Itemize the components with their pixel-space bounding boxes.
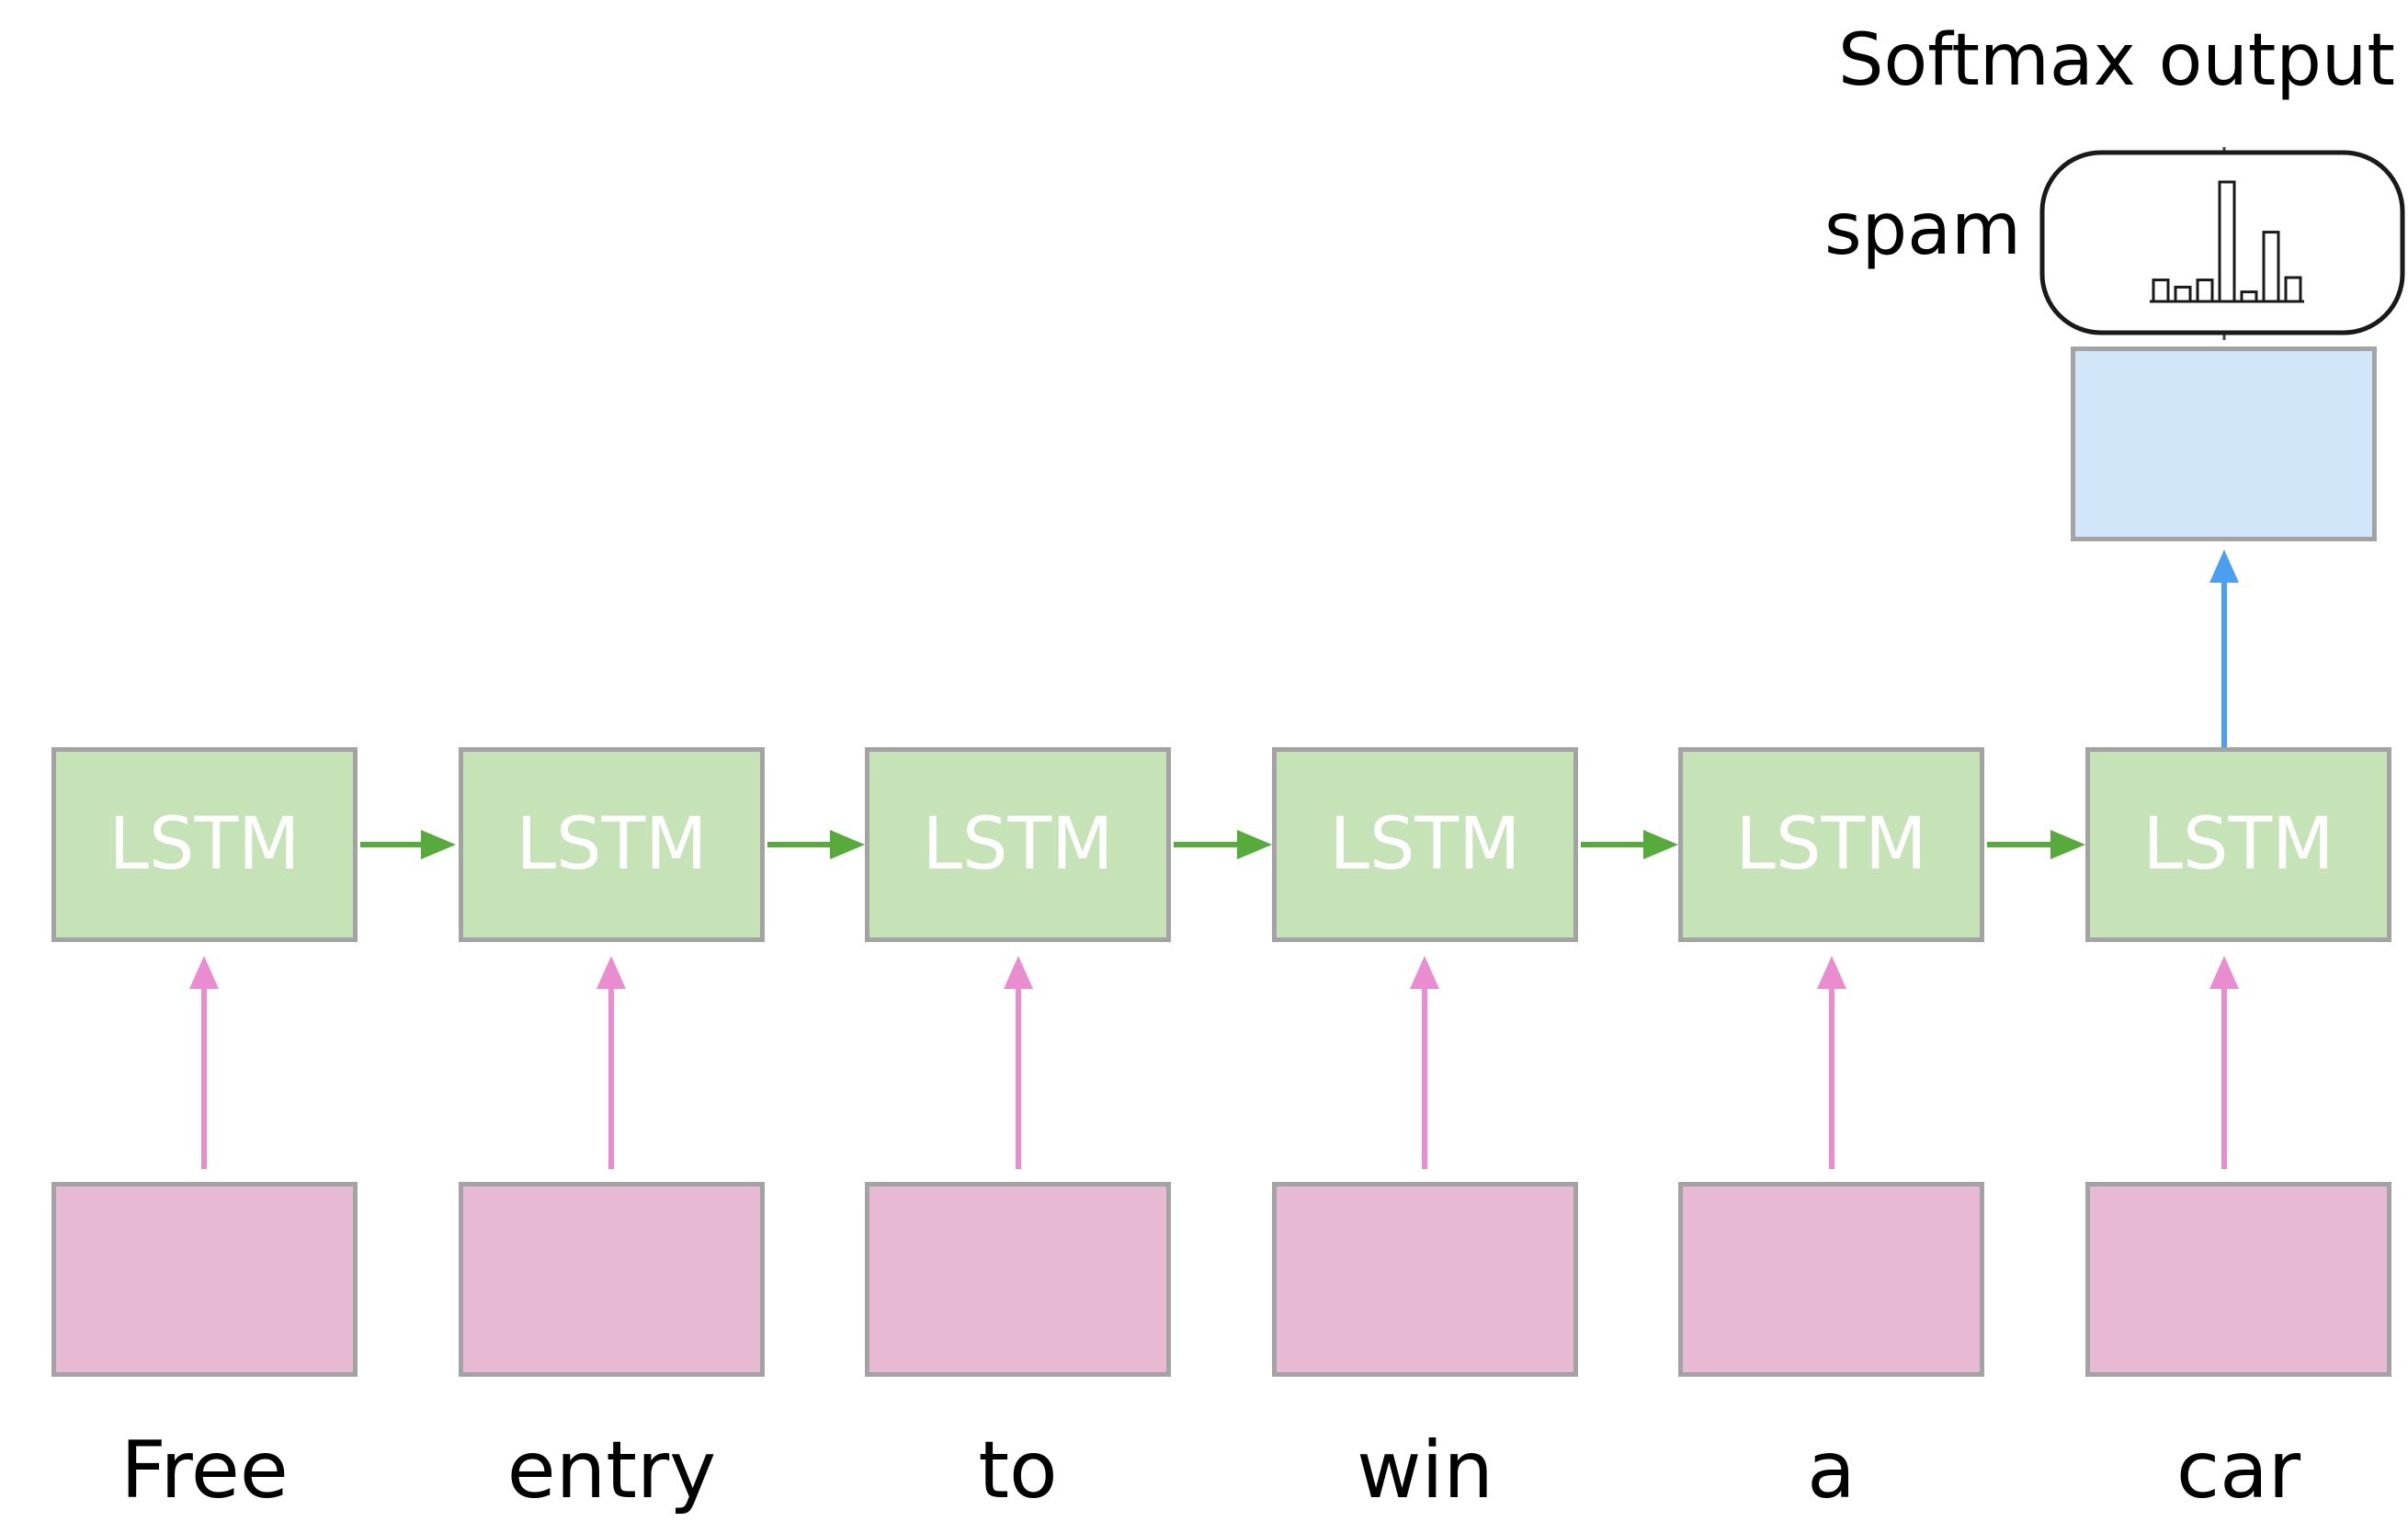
lstm-cell: LSTM [1678, 747, 1984, 942]
input-arrows [189, 956, 2239, 1169]
lstm-cell-label: LSTM [516, 803, 708, 886]
recurrent-arrowhead [421, 830, 456, 859]
input-word: Free [120, 1425, 289, 1516]
input-word: to [978, 1425, 1058, 1516]
softmax-bar [2196, 278, 2214, 303]
embedding-box [865, 1182, 1171, 1377]
lstm-cell: LSTM [51, 747, 358, 942]
embedding-box [459, 1182, 765, 1377]
recurrent-arrowhead [1643, 830, 1678, 859]
input-arrowhead [1004, 956, 1033, 989]
softmax-bar [2240, 290, 2258, 303]
lstm-cell-label: LSTM [2142, 803, 2334, 886]
output-class-label: spam [1824, 188, 2021, 271]
input-arrowhead [596, 956, 626, 989]
input-word: car [2175, 1425, 2301, 1516]
lstm-cell-label: LSTM [1735, 803, 1927, 886]
dense-layer [2071, 346, 2377, 541]
softmax-bar [2218, 180, 2236, 303]
output-arrow-group [2209, 550, 2239, 747]
diagram-title: Softmax output [1838, 19, 2395, 102]
input-word: a [1807, 1425, 1856, 1516]
lstm-cell: LSTM [865, 747, 1171, 942]
lstm-cell: LSTM [2085, 747, 2391, 942]
recurrent-arrowhead [830, 830, 865, 859]
recurrent-arrowhead [1237, 830, 1272, 859]
softmax-bar [2284, 276, 2302, 303]
lstm-cell-label: LSTM [1329, 803, 1521, 886]
embedding-box [2085, 1182, 2391, 1377]
embedding-box [51, 1182, 358, 1377]
recurrent-arrows [360, 830, 2085, 859]
softmax-output-node [2039, 147, 2405, 340]
lstm-cell-label: LSTM [108, 803, 301, 886]
lstm-cell: LSTM [1272, 747, 1578, 942]
softmax-bar [2262, 231, 2280, 303]
lstm-cell: LSTM [459, 747, 765, 942]
lstm-cell-label: LSTM [922, 803, 1114, 886]
input-arrowhead [1410, 956, 1439, 989]
input-word: win [1357, 1425, 1494, 1516]
softmax-histogram-icon [2150, 180, 2304, 303]
input-word: entry [506, 1425, 717, 1516]
recurrent-arrowhead [2050, 830, 2085, 859]
embedding-box [1678, 1182, 1984, 1377]
input-arrowhead [1817, 956, 1846, 989]
embedding-box [1272, 1182, 1578, 1377]
output-arrowhead [2209, 550, 2239, 583]
softmax-bar [2174, 285, 2192, 303]
input-arrowhead [2209, 956, 2239, 989]
softmax-bar [2152, 278, 2170, 303]
input-arrowhead [189, 956, 219, 989]
